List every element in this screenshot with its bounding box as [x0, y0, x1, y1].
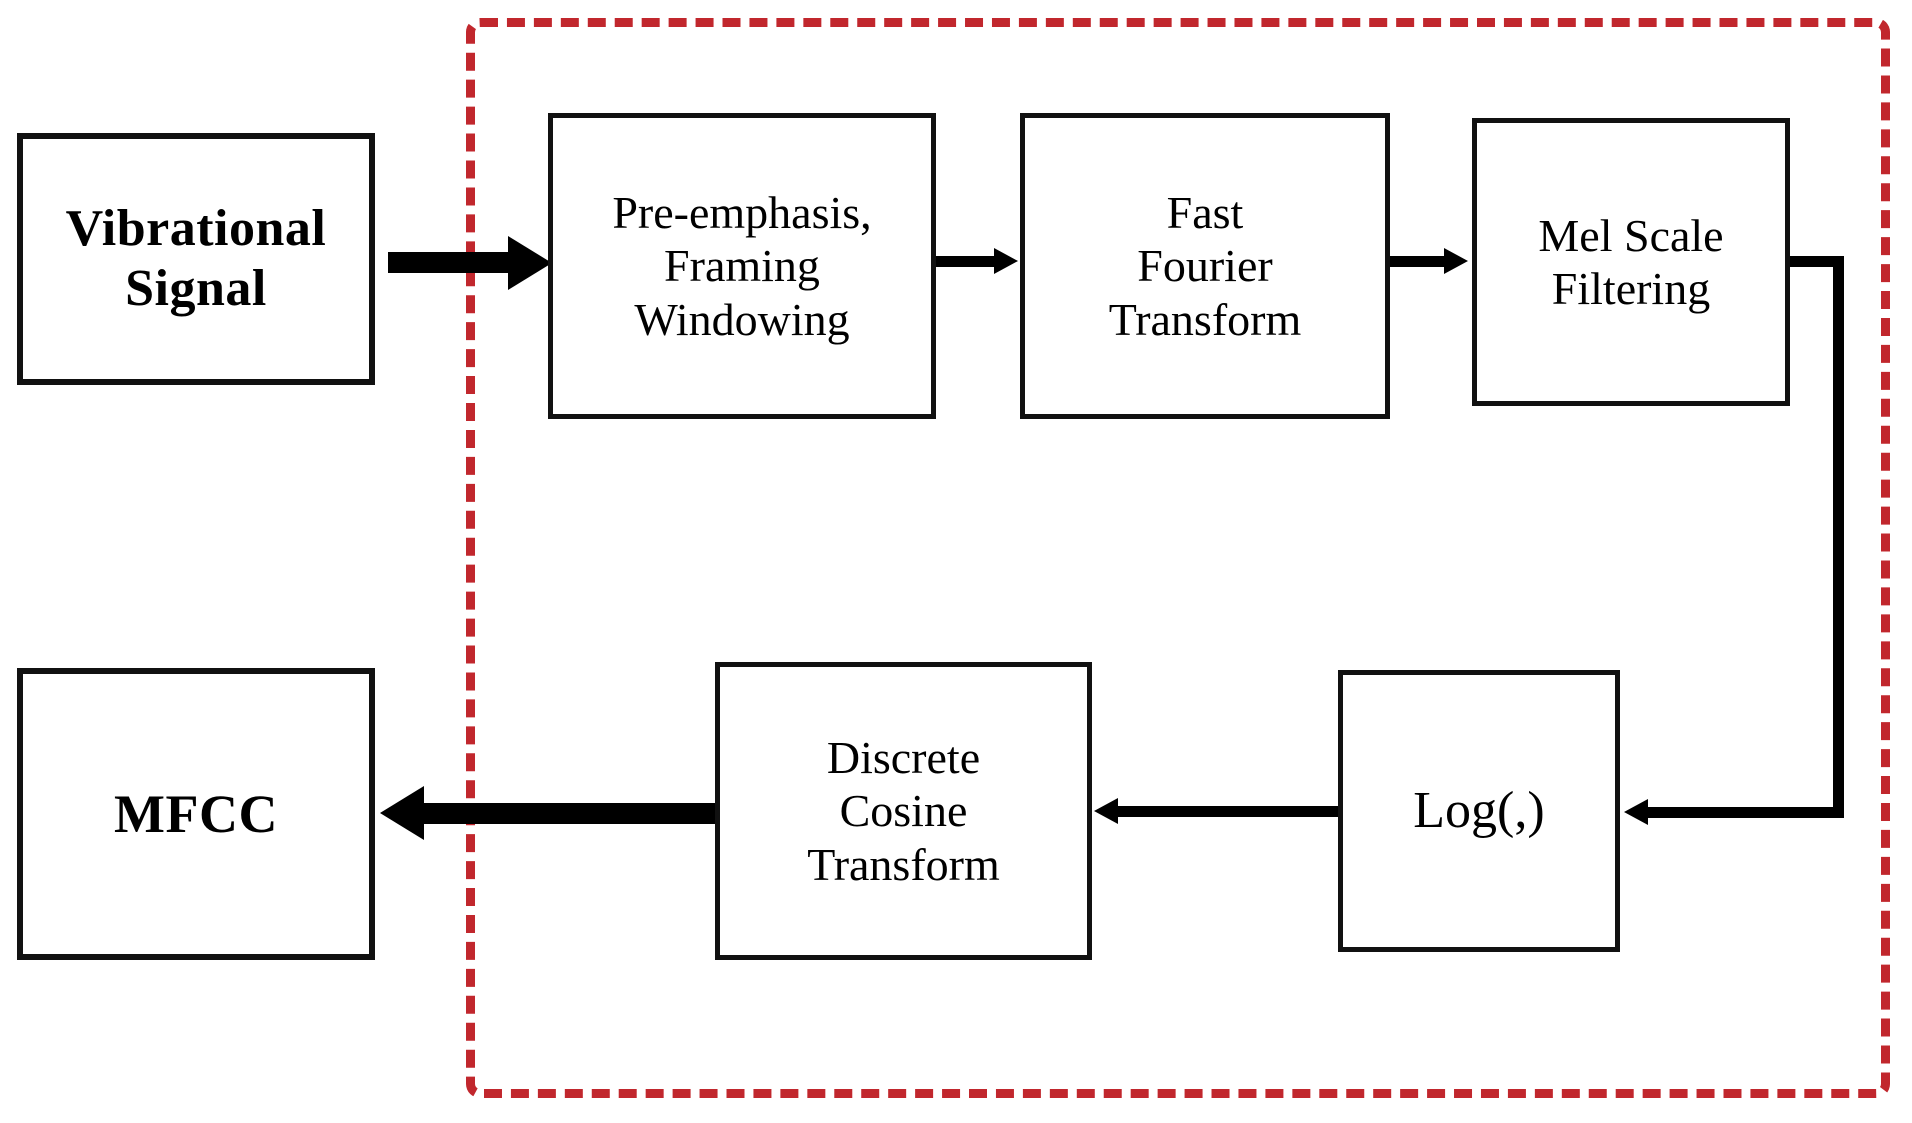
node-log-label: Log(,) [1413, 781, 1545, 839]
edge-mel-to-log-segment-vertical [1833, 256, 1844, 818]
node-pre-emphasis-framing-windowing[interactable]: Pre-emphasis, Framing Windowing [548, 113, 936, 419]
node-vibrational-signal[interactable]: Vibrational Signal [17, 133, 375, 385]
edge-signal-to-preemphasis-line [388, 252, 516, 273]
node-pre-emphasis-label: Pre-emphasis, Framing Windowing [612, 186, 872, 345]
edge-preemphasis-to-fft-arrowhead [994, 248, 1018, 274]
edge-fft-to-mel-arrowhead [1444, 248, 1468, 274]
edge-log-to-dct-line [1118, 806, 1340, 817]
node-mel-scale-filtering[interactable]: Mel Scale Filtering [1472, 118, 1790, 406]
edge-signal-to-preemphasis-arrowhead [508, 236, 552, 290]
node-dct-label: Discrete Cosine Transform [807, 731, 1000, 890]
edge-log-to-dct-arrowhead [1094, 798, 1118, 824]
edge-dct-to-mfcc-line [424, 803, 716, 824]
edge-fft-to-mel-line [1390, 256, 1448, 267]
node-fft-label: Fast Fourier Transform [1108, 186, 1302, 345]
node-vibrational-signal-label: Vibrational Signal [65, 199, 327, 317]
node-mfcc[interactable]: MFCC [17, 668, 375, 960]
edge-mel-to-log-arrowhead [1624, 799, 1648, 825]
edge-mel-to-log-segment-top [1788, 256, 1844, 267]
node-fast-fourier-transform[interactable]: Fast Fourier Transform [1020, 113, 1390, 419]
node-mfcc-label: MFCC [114, 783, 278, 844]
node-mel-scale-filtering-label: Mel Scale Filtering [1538, 209, 1724, 314]
node-discrete-cosine-transform[interactable]: Discrete Cosine Transform [715, 662, 1092, 960]
edge-dct-to-mfcc-arrowhead [380, 786, 424, 840]
edge-mel-to-log-segment-bottom [1648, 807, 1844, 818]
edge-preemphasis-to-fft-line [936, 256, 998, 267]
node-log[interactable]: Log(,) [1338, 670, 1620, 952]
